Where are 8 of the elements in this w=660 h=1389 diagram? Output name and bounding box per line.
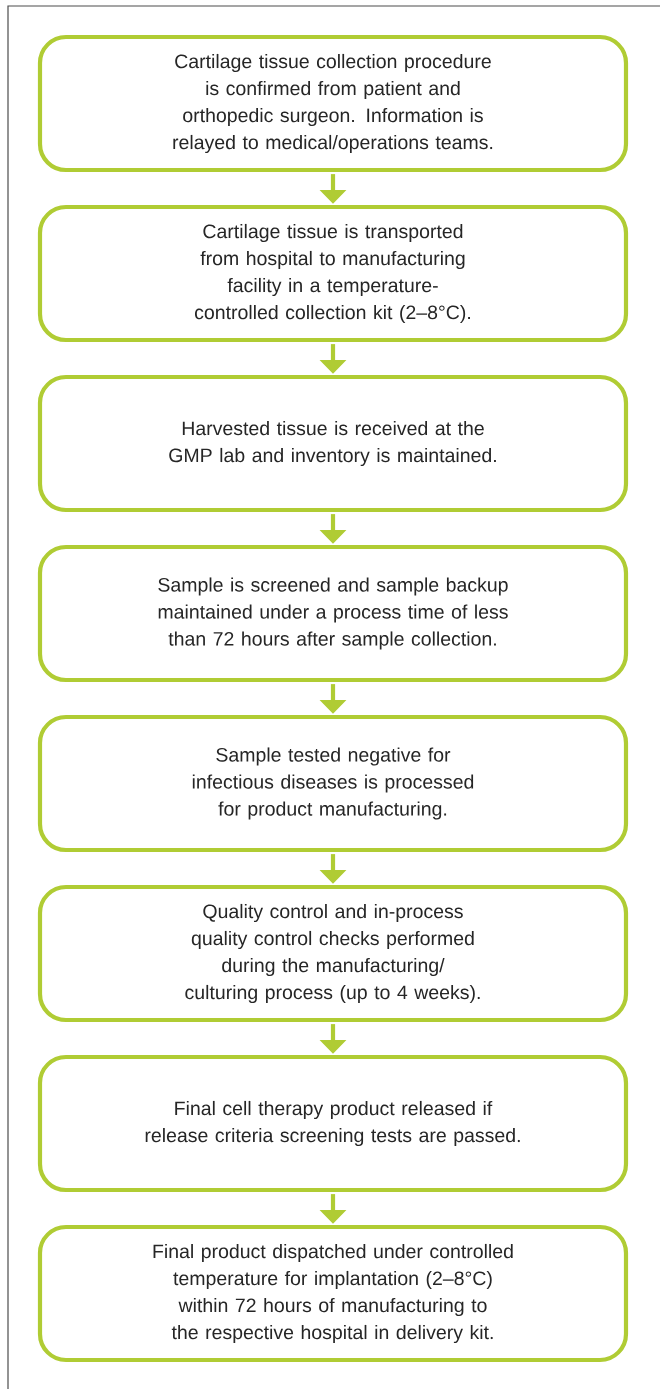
process-box: Cartilage tissue collection procedure is confirmed from patient and orthopedic surgeon. Information is relayed to medical/operations teams. <box>37 34 629 173</box>
process-box: Final product dispatched under controlled temperature for implantation (2–8°C) within 72 hours of manufacturing to the respective hospital in delivery kit. <box>37 1224 629 1363</box>
process-box: Sample is screened and sample backup maintained under a process time of less than 72 hours after sample collection. <box>37 544 629 683</box>
process-box: Harvested tissue is received at the GMP lab and inventory is maintained. <box>37 374 629 513</box>
process-box: Final cell therapy product released if release criteria screening tests are passed. <box>37 1054 629 1193</box>
process-box: Sample tested negative for infectious diseases is processed for product manufacturing. <box>37 714 629 853</box>
process-box: Quality control and in-process quality control checks performed during the manufacturing/ culturing process (up to 4 weeks). <box>37 884 629 1023</box>
process-box: Cartilage tissue is transported from hospital to manufacturing facility in a temperature-controlled collection kit (2–8°C). <box>37 204 629 343</box>
